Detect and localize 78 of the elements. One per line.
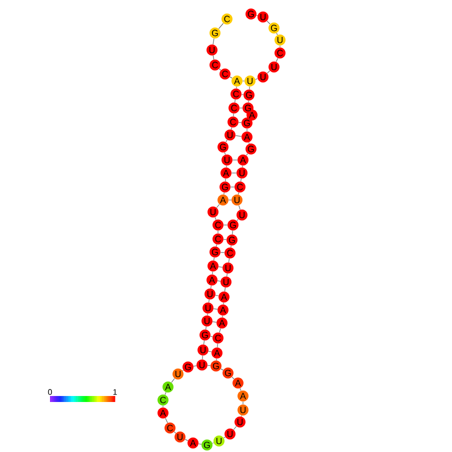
backbone-line [226, 140, 228, 142]
backbone-line [236, 219, 238, 222]
backbone-line [230, 76, 232, 78]
backbone-line [220, 368, 224, 370]
backbone-line [232, 376, 234, 380]
backbone-line [210, 285, 212, 289]
backbone-line [231, 127, 232, 130]
base-pair-line [217, 280, 221, 282]
base-pair-line [235, 135, 242, 137]
backbone-line [242, 401, 244, 405]
backbone-line [233, 426, 237, 430]
backbone-line [248, 142, 250, 144]
scale-label: 0 [48, 389, 52, 395]
base-pair-line [208, 350, 212, 352]
backbone-line [216, 244, 217, 247]
backbone-line [238, 192, 239, 195]
backbone-line [212, 271, 213, 275]
backbone-line [219, 328, 221, 333]
backbone-line [208, 299, 210, 303]
backbone-line [162, 405, 164, 408]
base-pair-line [223, 224, 228, 226]
backbone-line [276, 32, 278, 36]
backbone-line [246, 153, 248, 156]
backbone-line [219, 68, 222, 70]
backbone-line [266, 20, 270, 24]
base-pair-line [210, 336, 213, 337]
base-pair-line [220, 252, 225, 253]
backbone-line [242, 165, 243, 168]
backbone-line [236, 86, 237, 89]
backbone-line [249, 86, 250, 90]
backbone-line [202, 355, 203, 360]
base-pair-line [218, 266, 223, 268]
backbone-line [232, 230, 233, 235]
base-pair-line [230, 186, 235, 188]
base-pair-line [213, 308, 218, 310]
base-pair-line [238, 122, 242, 123]
base-pair-line [242, 80, 245, 82]
backbone-line [248, 118, 250, 120]
backbone-line [266, 70, 270, 74]
backbone-line [222, 315, 223, 318]
backbone-line [248, 110, 252, 114]
backbone-line [276, 58, 278, 62]
base-pair-line [215, 294, 219, 296]
backbone-line [240, 178, 242, 182]
backbone-line [216, 358, 217, 361]
backbone-line [214, 217, 216, 220]
backbone-line [228, 258, 230, 263]
backbone-line [234, 99, 236, 103]
backbone-line [248, 100, 249, 103]
backbone-line [218, 23, 224, 29]
base-pair-line [241, 94, 244, 95]
backbone-line [246, 128, 248, 132]
backbone-line [207, 313, 208, 316]
scale-label: 1 [113, 389, 117, 395]
backbone-line [255, 78, 258, 80]
backbone-line [212, 38, 214, 45]
backbone-line [164, 392, 166, 395]
backbone-line [230, 245, 232, 248]
backbone-line [240, 388, 242, 391]
backbone-line [165, 418, 168, 424]
backbone-line [233, 113, 234, 117]
backbone-line [216, 204, 220, 208]
backbone-line [171, 378, 175, 383]
backbone-line [238, 205, 240, 210]
backbone-line [226, 165, 227, 168]
backbone-line [184, 439, 188, 441]
base-pair-line [207, 365, 211, 366]
backbone-line [226, 273, 228, 277]
backbone-line [225, 178, 226, 182]
backbone-line [223, 302, 224, 305]
base-pair-line [223, 239, 227, 240]
backbone-line [224, 287, 226, 292]
backbone-line [224, 152, 226, 155]
backbone-line [174, 432, 176, 434]
backbone-line [217, 343, 218, 348]
backbone-line [212, 55, 214, 60]
base-pair-line [231, 172, 237, 174]
backbone-line [224, 436, 226, 438]
